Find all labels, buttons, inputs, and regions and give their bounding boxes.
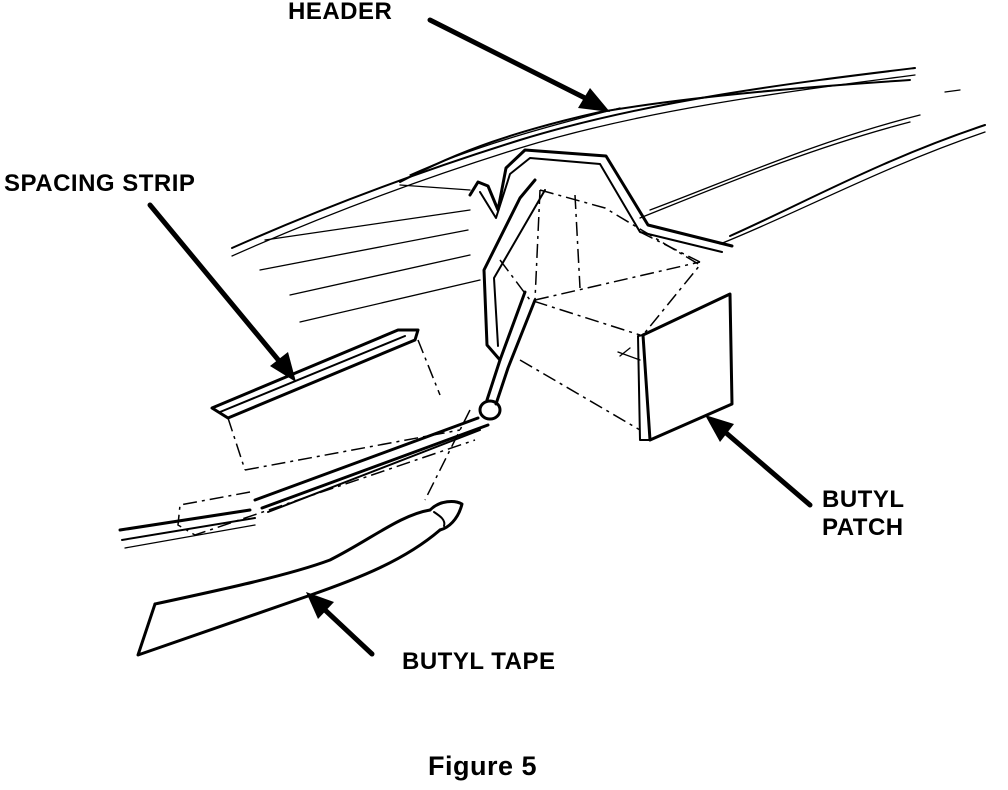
projection-lines — [177, 189, 702, 536]
butyl-patch-leader-arrow — [705, 415, 813, 508]
butyl-tape-leader-arrow — [306, 592, 375, 657]
spacing-strip-part — [210, 328, 420, 420]
header-label: HEADER — [288, 0, 393, 25]
spacing-strip-label: SPACING STRIP — [4, 170, 196, 197]
butyl-patch-label-line1: BUTYL — [822, 486, 905, 513]
header-leader-arrow — [427, 17, 610, 112]
butyl-patch-part — [617, 292, 734, 442]
figure-caption: Figure 5 — [428, 751, 538, 781]
butyl-patch-label: BUTYL PATCH — [822, 486, 905, 541]
butyl-tape-label: BUTYL TAPE — [402, 648, 556, 675]
butyl-tape-part — [118, 500, 464, 657]
butyl-patch-label-line2: PATCH — [822, 513, 904, 541]
spacing-strip-leader-arrow — [147, 202, 296, 382]
